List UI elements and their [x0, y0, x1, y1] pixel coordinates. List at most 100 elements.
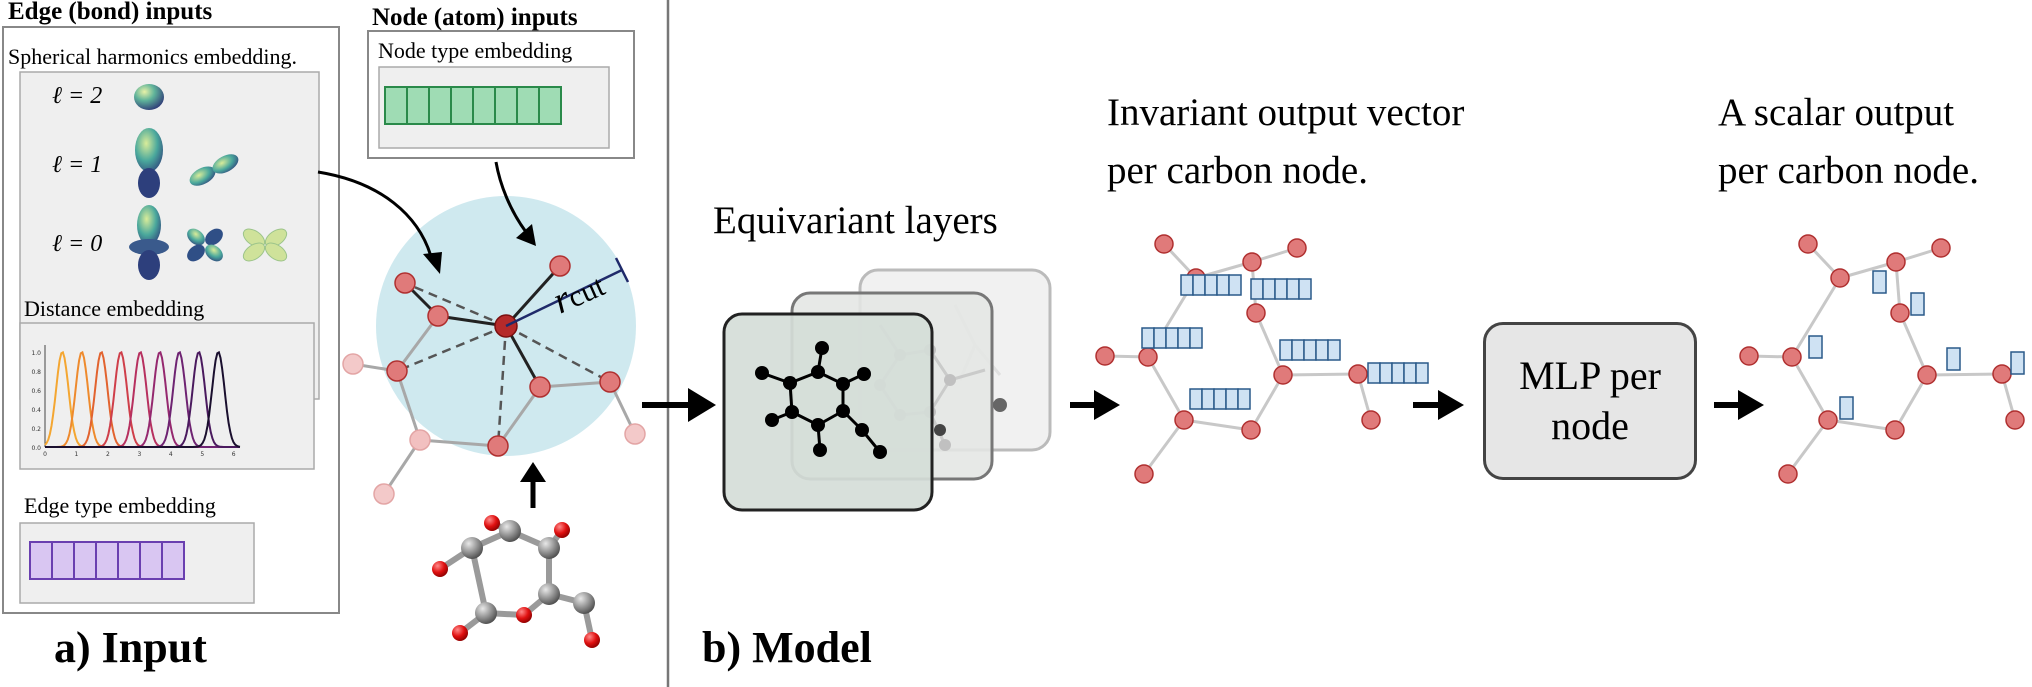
node-inputs-heading: Node (atom) inputs: [372, 4, 578, 31]
invariant-output-graph: [1095, 234, 1429, 484]
graph-bond: [1898, 312, 1929, 376]
mlp-label-2: node: [1551, 403, 1629, 448]
graph-atom: [1273, 365, 1293, 385]
equivariant-layer-sheets: [722, 268, 1052, 512]
graph-atom: [1890, 303, 1910, 323]
graph-atom: [1241, 420, 1261, 440]
invariant-vector-cell: [1367, 362, 1381, 384]
arrow-mlp-to-scalars: [1714, 390, 1764, 420]
invariant-output-label-1: Invariant output vector: [1107, 91, 1465, 134]
distance-xtick: 3: [137, 451, 141, 458]
scalar-output-label-1: A scalar output: [1718, 91, 1955, 134]
arrow-sph-to-graph: [317, 170, 442, 274]
invariant-output-label-2: per carbon node.: [1107, 149, 1368, 192]
invariant-vector-cell: [1403, 362, 1417, 384]
l0-label: ℓ = 0: [52, 231, 103, 257]
graph-atom: [1782, 347, 1802, 367]
harmonic-l0-orbitals: [129, 205, 288, 280]
invariant-vector-cell: [1286, 278, 1300, 300]
graph-bond: [1786, 419, 1830, 475]
invariant-vector-cell: [1204, 274, 1218, 296]
arrow-molecule-to-graph: [520, 462, 546, 508]
invariant-vector-cell: [1177, 327, 1191, 349]
scalar-output-cell: [1872, 270, 1887, 294]
distance-xtick: 2: [106, 451, 110, 458]
graph-bond: [1282, 372, 1359, 377]
invariant-vector-cell: [1274, 278, 1288, 300]
invariant-vector-cell: [1250, 278, 1264, 300]
graph-atom: [1138, 347, 1158, 367]
graph-bond: [1926, 372, 2003, 377]
graph-bond: [1893, 374, 1929, 431]
graph-atom: [1242, 252, 1262, 272]
layer-sheet-1: [722, 312, 934, 512]
edge-embedding-cell: [29, 541, 53, 580]
scalar-output-label-2: per carbon node.: [1718, 149, 1979, 192]
invariant-vector-cell: [1192, 274, 1206, 296]
edge-embedding-cell: [161, 541, 185, 580]
graph-atom: [1917, 365, 1937, 385]
invariant-vector-cell: [1291, 339, 1305, 361]
distance-xtick: 1: [75, 451, 79, 458]
graph-bond: [1790, 356, 1830, 421]
neighbor-dashed-lines: [396, 281, 611, 447]
distance-xtick: 0: [43, 451, 47, 458]
node-type-embedding-label: Node type embedding: [378, 38, 573, 63]
invariant-vector-cell: [1327, 339, 1341, 361]
graph-atom: [1778, 464, 1798, 484]
graph-atom: [1992, 364, 2012, 384]
gaussian-curve: [45, 350, 241, 448]
node-embedding-cell: [428, 86, 452, 125]
distance-ytick: 1.0: [31, 350, 41, 357]
invariant-vector-cell: [1315, 339, 1329, 361]
distance-ytick: 0.6: [31, 388, 41, 395]
distance-xtick: 4: [169, 451, 173, 458]
graph-atom: [1361, 410, 1381, 430]
invariant-vector-cell: [1201, 388, 1215, 410]
edge-embedding-cell: [139, 541, 163, 580]
invariant-vector-cell: [1180, 274, 1194, 296]
node-embedding-cell: [472, 86, 496, 125]
graph-bond: [1254, 312, 1285, 376]
invariant-vector-cell: [1213, 388, 1227, 410]
graph-atom: [1886, 252, 1906, 272]
node-embedding-cell: [384, 86, 408, 125]
graph-atom: [1154, 234, 1174, 254]
edge-embedding-cell: [117, 541, 141, 580]
invariant-vector-cell: [1298, 278, 1312, 300]
graph-atom: [1287, 238, 1307, 258]
scalar-output-cell: [2010, 351, 2025, 375]
rcut-radius-line: [505, 257, 630, 328]
invariant-vector-cell: [1379, 362, 1393, 384]
edge-inputs-heading: Edge (bond) inputs: [8, 0, 213, 25]
graph-atom: [1798, 234, 1818, 254]
node-embedding-cell: [538, 86, 562, 125]
l1-label: ℓ = 1: [52, 152, 103, 178]
distance-ytick: 0.8: [31, 369, 41, 376]
panel-a-title: a) Input: [54, 623, 207, 672]
distance-xtick: 6: [232, 451, 236, 458]
harmonic-l2-orbital: [134, 84, 164, 110]
invariant-vector-cell: [1303, 339, 1317, 361]
graph-bond: [1142, 419, 1186, 475]
arrow-layers-to-vectors: [1070, 390, 1120, 420]
graph-atom: [1885, 420, 1905, 440]
arrow-input-to-model: [642, 388, 716, 422]
graph-atom: [1830, 268, 1850, 288]
node-type-embedding-vector: [384, 86, 562, 125]
mlp-label-1: MLP per: [1519, 353, 1661, 398]
graph-bond: [1183, 418, 1252, 432]
graph-atom: [1818, 410, 1838, 430]
invariant-vector-cell: [1415, 362, 1429, 384]
distance-ytick: 0.2: [31, 426, 41, 433]
scalar-output-graph: [1739, 234, 2025, 484]
panel-b-title: b) Model: [702, 623, 872, 672]
edge-embedding-cell: [95, 541, 119, 580]
l2-label: ℓ = 2: [52, 83, 103, 109]
equivariant-layers-label: Equivariant layers: [713, 199, 998, 242]
graph-bond: [1790, 277, 1842, 358]
node-embedding-cell: [406, 86, 430, 125]
distance-xtick: 5: [200, 451, 204, 458]
